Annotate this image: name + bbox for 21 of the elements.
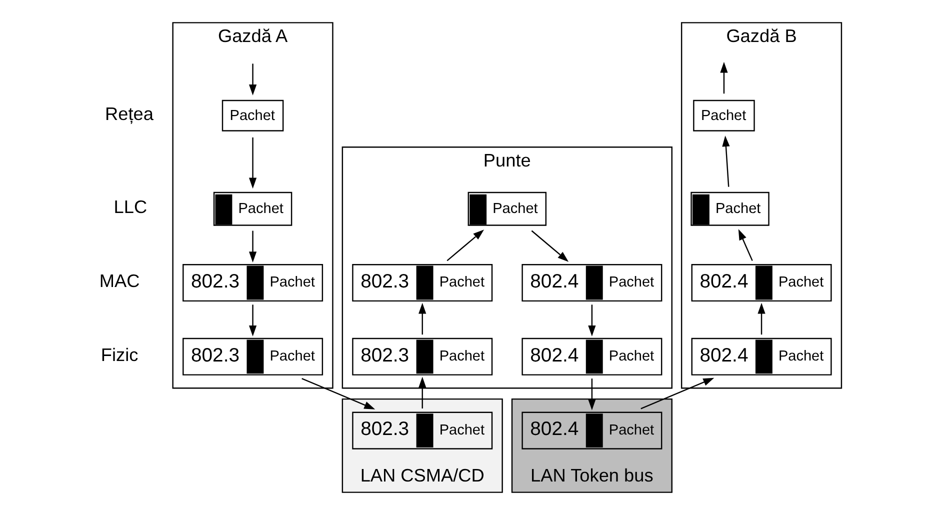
arrow (722, 136, 730, 187)
label: Fizic (100, 344, 138, 365)
arrow (301, 378, 375, 410)
arrow (720, 62, 728, 94)
arrow (418, 302, 426, 335)
arrow (248, 230, 256, 263)
node-box: Pachet (221, 100, 284, 132)
arrow (588, 304, 596, 336)
arrow (757, 302, 765, 335)
label: LLC (113, 197, 147, 218)
label: Rețea (104, 104, 153, 124)
arrow (248, 137, 256, 189)
arrow (446, 230, 484, 262)
node-box: Pachet (692, 100, 754, 132)
arrow (738, 229, 752, 261)
arrow (588, 378, 596, 410)
arrow (248, 304, 256, 336)
label: MAC (98, 271, 140, 292)
arrow (248, 64, 256, 96)
arrow (418, 376, 426, 408)
arrow (530, 230, 568, 262)
